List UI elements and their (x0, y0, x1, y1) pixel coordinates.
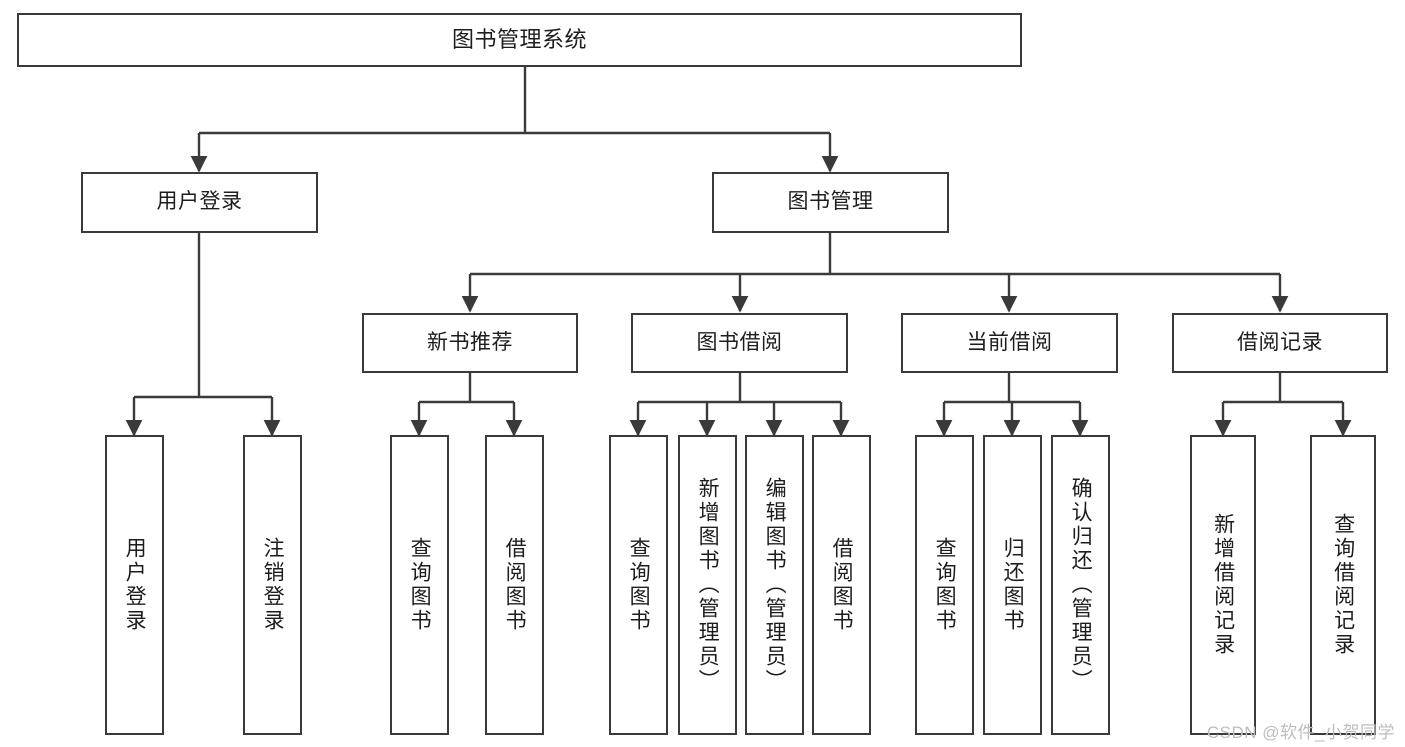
leaf-user-login-login[interactable]: 用户登录 (105, 435, 164, 735)
leaf-current-borrow-confirm-return[interactable]: 确认归还（管理员） (1051, 435, 1110, 735)
leaf-book-borrow-add-book-label: 新增图书（管理员） (696, 477, 720, 693)
node-new-book-recommend[interactable]: 新书推荐 (362, 313, 578, 373)
node-new-book-recommend-label: 新书推荐 (427, 330, 513, 354)
leaf-new-book-borrow-book-label: 借阅图书 (503, 537, 527, 633)
leaf-book-borrow-borrow-book-label: 借阅图书 (830, 537, 854, 633)
node-root[interactable]: 图书管理系统 (17, 13, 1022, 67)
leaf-book-borrow-add-book[interactable]: 新增图书（管理员） (678, 435, 737, 735)
node-current-borrow[interactable]: 当前借阅 (901, 313, 1118, 373)
leaf-borrow-records-add-record[interactable]: 新增借阅记录 (1190, 435, 1256, 735)
leaf-book-borrow-query-book-label: 查询图书 (627, 537, 651, 633)
leaf-borrow-records-query-record[interactable]: 查询借阅记录 (1310, 435, 1376, 735)
leaf-borrow-records-add-record-label: 新增借阅记录 (1211, 513, 1235, 657)
leaf-current-borrow-return-book-label: 归还图书 (1001, 537, 1025, 633)
leaf-borrow-records-query-record-label: 查询借阅记录 (1331, 513, 1355, 657)
leaf-book-borrow-query-book[interactable]: 查询图书 (609, 435, 668, 735)
node-book-borrow[interactable]: 图书借阅 (631, 313, 848, 373)
leaf-user-login-logout[interactable]: 注销登录 (243, 435, 302, 735)
node-borrow-records[interactable]: 借阅记录 (1172, 313, 1388, 373)
leaf-current-borrow-query-book-label: 查询图书 (933, 537, 957, 633)
leaf-book-borrow-edit-book[interactable]: 编辑图书（管理员） (745, 435, 804, 735)
leaf-user-login-logout-label: 注销登录 (261, 537, 285, 633)
node-current-borrow-label: 当前借阅 (966, 330, 1053, 354)
node-root-label: 图书管理系统 (451, 27, 587, 53)
watermark: CSDN @软件_小贺同学 (1206, 723, 1395, 742)
node-book-management-label: 图书管理 (787, 190, 874, 214)
leaf-current-borrow-confirm-return-label: 确认归还（管理员） (1069, 477, 1093, 693)
node-book-borrow-label: 图书借阅 (696, 330, 783, 354)
leaf-current-borrow-query-book[interactable]: 查询图书 (915, 435, 974, 735)
leaf-new-book-query-book[interactable]: 查询图书 (390, 435, 449, 735)
leaf-book-borrow-borrow-book[interactable]: 借阅图书 (812, 435, 871, 735)
node-borrow-records-label: 借阅记录 (1237, 330, 1323, 354)
leaf-book-borrow-edit-book-label: 编辑图书（管理员） (763, 477, 787, 693)
node-book-management[interactable]: 图书管理 (712, 172, 949, 233)
node-user-login[interactable]: 用户登录 (81, 172, 318, 233)
node-user-login-label: 用户登录 (156, 190, 243, 214)
leaf-user-login-login-label: 用户登录 (123, 537, 147, 633)
leaf-new-book-borrow-book[interactable]: 借阅图书 (485, 435, 544, 735)
leaf-new-book-query-book-label: 查询图书 (408, 537, 432, 633)
leaf-current-borrow-return-book[interactable]: 归还图书 (983, 435, 1042, 735)
